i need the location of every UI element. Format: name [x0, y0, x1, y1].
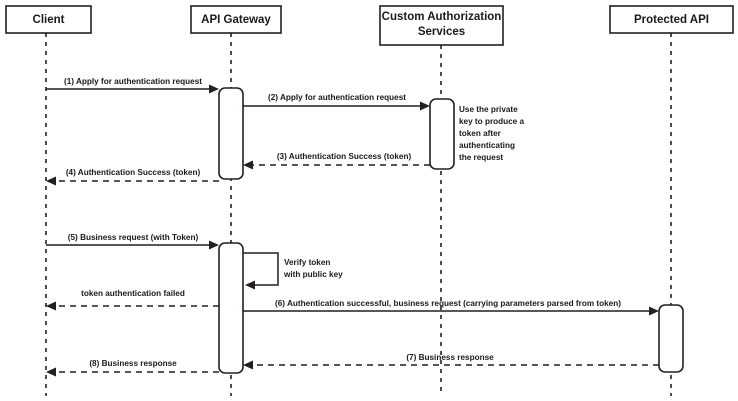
self-message-verify-token-line2: with public key	[283, 270, 343, 279]
activation-bar-gateway-business[interactable]	[218, 242, 244, 374]
message-7-label: (7) Business response	[406, 353, 494, 362]
activation-bar-protapi[interactable]	[658, 304, 684, 373]
message-2[interactable]: (2) Apply for authentication request	[243, 93, 430, 111]
message-3-label: (3) Authentication Success (token)	[277, 152, 412, 161]
message-2-arrowhead	[420, 101, 430, 111]
note-private-key-line4: authenticating	[459, 141, 515, 150]
activation-bar-gateway-auth[interactable]	[218, 87, 244, 180]
participant-label-authsvc-line2: Services	[418, 26, 465, 38]
self-message-verify-token[interactable]: Verify token with public key	[243, 252, 343, 290]
participant-gateway[interactable]: API Gateway	[190, 5, 282, 34]
message-5-label: (5) Business request (with Token)	[68, 233, 199, 242]
message-token-auth-failed[interactable]: token authentication failed	[46, 289, 219, 311]
participant-label-protapi: Protected API	[634, 14, 709, 26]
message-6[interactable]: (6) Authentication successful, business …	[243, 299, 659, 316]
message-token-auth-failed-label: token authentication failed	[81, 289, 185, 298]
message-6-arrowhead	[649, 306, 659, 316]
activation-bars-group	[218, 87, 684, 374]
participant-label-client: Client	[33, 14, 65, 26]
message-3-arrowhead	[243, 160, 253, 170]
message-8-label: (8) Business response	[89, 359, 177, 368]
lifelines-group	[45, 33, 672, 396]
message-7-arrowhead	[243, 360, 253, 370]
note-private-key-line5: the request	[459, 153, 503, 162]
note-private-key-line1: Use the private	[459, 105, 518, 114]
participant-box-client[interactable]	[5, 5, 92, 34]
message-4[interactable]: (4) Authentication Success (token)	[46, 168, 219, 186]
participant-box-protapi[interactable]	[609, 5, 734, 34]
message-6-label: (6) Authentication successful, business …	[275, 299, 621, 308]
note-private-key-line2: key to produce a	[459, 117, 525, 126]
note-private-key-line3: token after	[459, 129, 502, 138]
participant-box-authsvc[interactable]	[379, 5, 504, 46]
participant-label-gateway: API Gateway	[201, 14, 271, 26]
message-3[interactable]: (3) Authentication Success (token)	[243, 152, 430, 170]
message-5-arrowhead	[209, 240, 219, 250]
message-2-label: (2) Apply for authentication request	[268, 93, 406, 102]
participant-authsvc[interactable]: Custom Authorization Services	[379, 5, 504, 46]
participant-label-authsvc-line1: Custom Authorization	[382, 11, 502, 23]
self-message-verify-token-path	[243, 252, 279, 286]
message-8[interactable]: (8) Business response	[46, 359, 219, 377]
self-message-verify-token-arrowhead	[245, 280, 255, 290]
message-4-arrowhead	[46, 176, 56, 186]
message-8-arrowhead	[46, 367, 56, 377]
self-message-verify-token-line1: Verify token	[284, 258, 330, 267]
message-1-arrowhead	[209, 84, 219, 94]
note-private-key: Use the private key to produce a token a…	[459, 105, 525, 162]
message-5[interactable]: (5) Business request (with Token)	[46, 233, 219, 250]
message-token-auth-failed-arrowhead	[46, 301, 56, 311]
participant-box-gateway[interactable]	[190, 5, 282, 34]
participant-protapi[interactable]: Protected API	[609, 5, 734, 34]
activation-bar-authsvc[interactable]	[429, 98, 455, 170]
participant-client[interactable]: Client	[5, 5, 92, 34]
message-4-label: (4) Authentication Success (token)	[66, 168, 201, 177]
message-1[interactable]: (1) Apply for authentication request	[46, 77, 219, 94]
message-7[interactable]: (7) Business response	[243, 353, 659, 370]
message-1-label: (1) Apply for authentication request	[64, 77, 202, 86]
